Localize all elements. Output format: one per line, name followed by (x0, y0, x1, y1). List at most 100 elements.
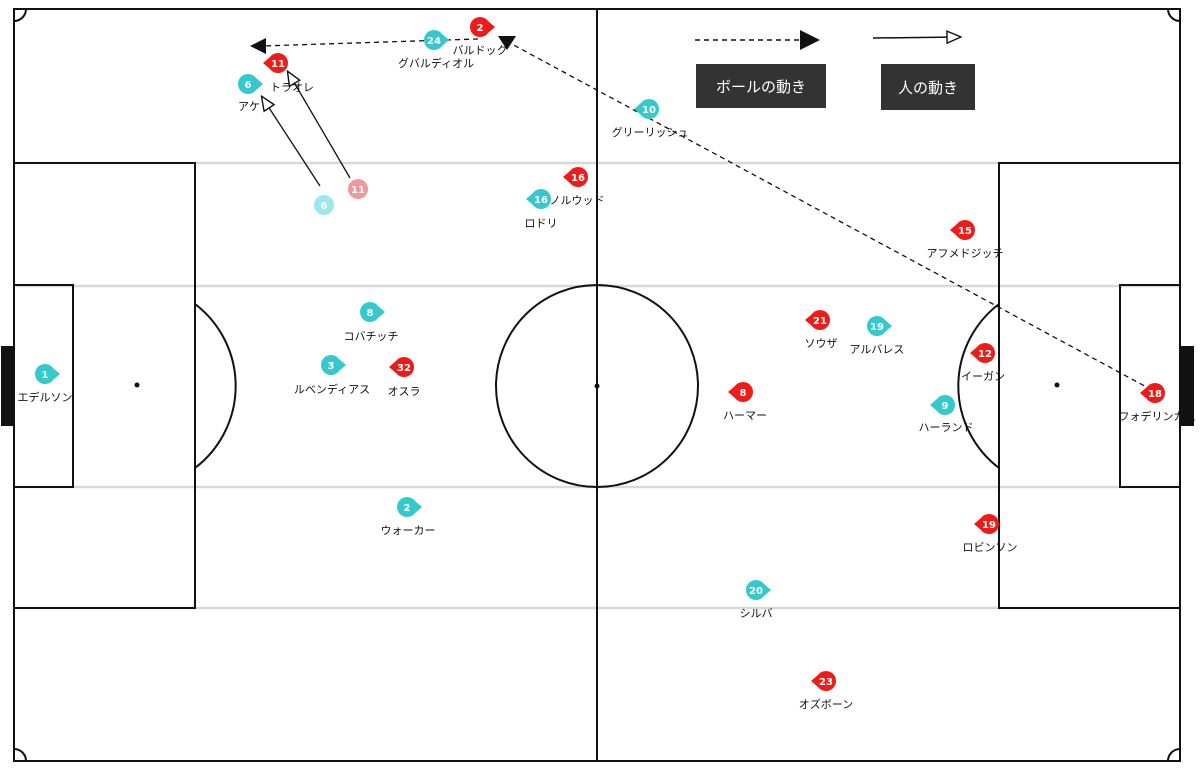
player-name-label: ノルウッド (550, 194, 605, 207)
player-number: 6 (321, 201, 328, 212)
player-red-2: 2 バルドック (453, 17, 508, 57)
legend-player-label: 人の動き (881, 64, 975, 110)
player-name-label: グリーリッシュ (612, 125, 689, 139)
facing-direction-marker (885, 320, 892, 332)
left-penalty-area (13, 162, 196, 609)
player-name-label: ウォーカー (381, 524, 436, 537)
corner-arc (1167, 8, 1181, 22)
player-number: 1 (42, 370, 49, 381)
player-disc (975, 343, 995, 363)
player-disc (816, 671, 836, 691)
player-number: 19 (982, 520, 996, 531)
facing-direction-marker (1140, 387, 1147, 399)
player-number: 10 (642, 105, 656, 116)
player-number: 6 (245, 80, 252, 91)
player-number: 11 (271, 59, 285, 70)
legend-arrows (695, 30, 960, 50)
player-disc (470, 17, 490, 37)
player-disc (867, 316, 887, 336)
player-number: 19 (870, 322, 884, 333)
player-cyan-10: 10 グリーリッシュ (612, 99, 689, 139)
facing-direction-marker (970, 347, 977, 359)
facing-direction-marker (526, 193, 533, 205)
player-red-16: 16 ノルウッド (550, 167, 605, 207)
facing-direction-marker (339, 359, 346, 371)
facing-direction-marker (263, 57, 270, 69)
player-name-label: フォデリンガム (1119, 409, 1196, 423)
player-disc (955, 220, 975, 240)
player-name-label: アフメドジッチ (927, 247, 1004, 260)
facing-direction-marker (728, 386, 735, 398)
player-name-label: トラオレ (270, 81, 314, 94)
player-name-label: ロビンソン (963, 541, 1018, 554)
player-name-label: ソウザ (805, 337, 838, 350)
player-disc (35, 364, 55, 384)
left-penalty-spot (134, 382, 140, 388)
facing-direction-marker (764, 584, 771, 596)
player-disc (979, 514, 999, 534)
player-name-label: アケ (238, 100, 260, 113)
player-cyan-20: 20 シルバ (740, 580, 773, 620)
player-number: 16 (534, 195, 548, 206)
player-cyan-19: 19 アルバレス (850, 316, 905, 356)
player-disc (238, 74, 258, 94)
player-disc (531, 189, 551, 209)
player-red-8: 8 ハーマー (723, 382, 767, 422)
facing-direction-marker (811, 675, 818, 687)
corner-arc (1167, 748, 1181, 762)
corner-arc (13, 8, 27, 22)
facing-direction-marker (53, 368, 60, 380)
player-name-label: バルドック (453, 44, 508, 57)
player-number: 20 (749, 586, 763, 597)
player-disc (424, 30, 444, 50)
facing-direction-marker (389, 361, 396, 373)
left-goal (1, 346, 14, 426)
player-cyan-6: 6 アケ (238, 74, 263, 113)
player-number: 23 (819, 677, 833, 688)
pitch-lines (1, 8, 1194, 762)
player-disc (268, 53, 288, 73)
centre-circle (495, 284, 699, 488)
player-cyan-16: 16 ロドリ (525, 189, 558, 230)
facing-direction-marker (974, 518, 981, 530)
player-number: 3 (328, 361, 335, 372)
player-name-label: ハーランド (919, 421, 974, 434)
player-name-label: シルバ (740, 607, 773, 620)
player-cyan-2: 2 ウォーカー (381, 497, 436, 537)
player-number: 2 (477, 23, 484, 34)
player-number: 16 (571, 173, 585, 184)
right-goal (1181, 346, 1194, 426)
player-name-label: アルバレス (850, 343, 905, 356)
right-penalty-arc (957, 303, 1000, 469)
player-name-label: イーガン (961, 370, 1005, 383)
facing-direction-marker (442, 34, 449, 46)
facing-direction-marker (563, 171, 570, 183)
player-disc (1145, 383, 1165, 403)
facing-direction-marker (378, 306, 385, 318)
player-name-label: ロドリ (525, 217, 558, 230)
legend-ball-label: ボールの動き (696, 64, 826, 108)
player-name-label: オスラ (388, 385, 421, 398)
centre-spot (594, 383, 600, 389)
player-number: 8 (740, 388, 747, 399)
player-name-label: ハーマー (723, 409, 767, 422)
player-disc (321, 355, 341, 375)
ghost-player-ghost-11: 11 (348, 179, 368, 199)
facing-direction-marker (415, 501, 422, 513)
player-red-11: 11 トラオレ (263, 53, 314, 94)
facing-direction-marker (805, 314, 812, 326)
players-layer: 6111エデルソン6アケ24グバルディオル10グリーリッシュ16ロドリ8コバチッ… (18, 17, 1196, 711)
facing-direction-marker (950, 224, 957, 236)
player-number: 2 (404, 503, 411, 514)
player-disc (314, 195, 334, 215)
legend-player-arrow (872, 37, 960, 38)
